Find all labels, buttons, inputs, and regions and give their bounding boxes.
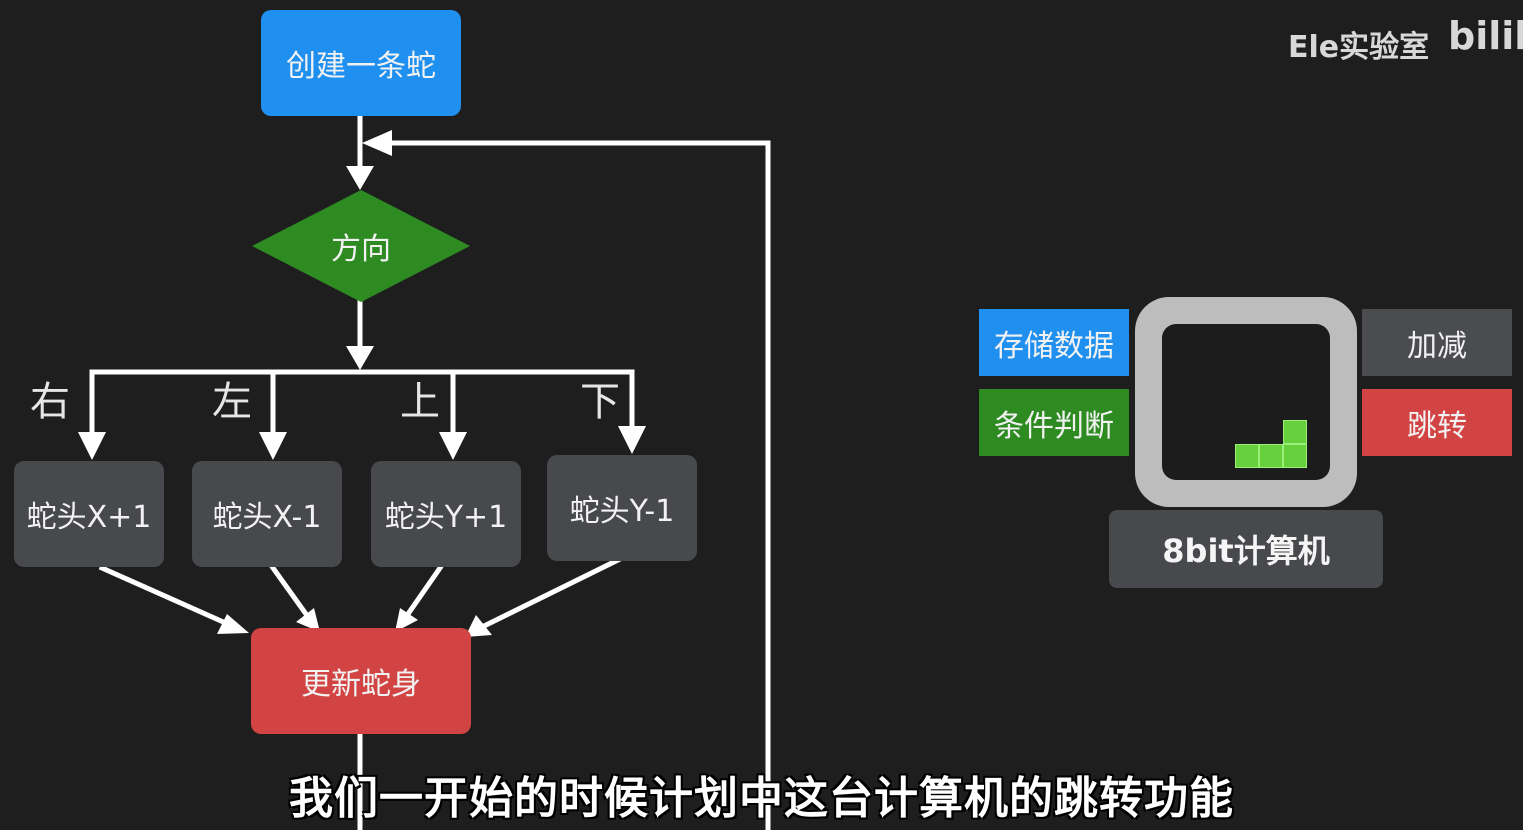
arrowhead-loop xyxy=(362,130,392,156)
action-node-x-minus: 蛇头X-1 xyxy=(192,461,342,567)
snake-pixel xyxy=(1283,420,1307,444)
arrowhead-left xyxy=(259,432,287,460)
video-subtitle: 我们一开始的时候计划中这台计算机的跳转功能 xyxy=(289,773,1234,824)
snake-pixel xyxy=(1259,444,1283,468)
snake-pixel xyxy=(1235,444,1259,468)
monitor-screen xyxy=(1162,324,1330,480)
arrow-down-to-update xyxy=(480,556,622,630)
start-node: 创建一条蛇 xyxy=(261,10,461,116)
arrowhead-down xyxy=(618,426,646,454)
branch-label-down: 下 xyxy=(580,379,620,425)
arrowhead-split xyxy=(346,346,374,370)
tag-store-data: 存储数据 xyxy=(979,309,1129,376)
branch-label-left: 左 xyxy=(212,379,252,425)
tag-jump: 跳转 xyxy=(1362,389,1512,456)
site-logo: bilib xyxy=(1448,14,1523,58)
arrowhead-decision xyxy=(346,166,374,190)
arrow-up-to-update xyxy=(404,564,444,618)
computer-label: 8bit计算机 xyxy=(1109,510,1383,588)
arrowhead-up xyxy=(439,432,467,460)
decision-label: 方向 xyxy=(331,232,391,267)
branch-label-right: 右 xyxy=(30,379,70,425)
arrowhead-right-update xyxy=(217,614,249,634)
branch-label-up: 上 xyxy=(400,379,440,425)
snake-pixel xyxy=(1283,444,1307,468)
computer-monitor xyxy=(1135,297,1357,507)
arrowhead-right xyxy=(78,432,106,460)
decision-diamond xyxy=(252,190,470,302)
arrow-left-to-update xyxy=(269,564,310,618)
channel-watermark: Ele实验室 xyxy=(1288,30,1430,65)
action-node-y-minus: 蛇头Y-1 xyxy=(547,455,697,561)
arrowhead-down-update xyxy=(465,615,492,637)
arrow-right-to-update xyxy=(98,564,234,629)
arrowhead-left-update xyxy=(296,608,320,632)
action-node-y-plus: 蛇头Y+1 xyxy=(371,461,521,567)
arrowhead-up-update xyxy=(395,608,418,632)
tag-add-sub: 加减 xyxy=(1362,309,1512,376)
update-body-node: 更新蛇身 xyxy=(251,628,471,734)
tag-condition: 条件判断 xyxy=(979,389,1129,456)
action-node-x-plus: 蛇头X+1 xyxy=(14,461,164,567)
